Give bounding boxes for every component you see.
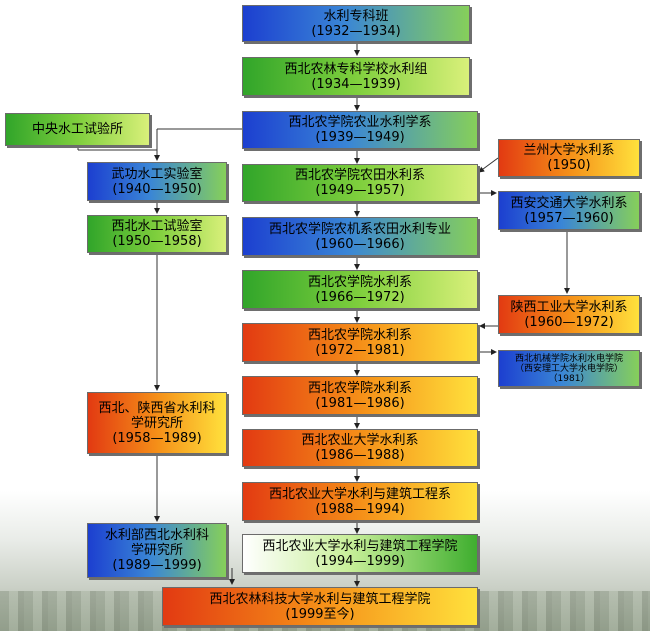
node-dates: (1940—1950) <box>112 181 202 197</box>
node-label: 西北农业大学水利系 <box>301 433 419 448</box>
node-bu-xibei-kesuo: 水利部西北水利科 学研究所 (1989—1999) <box>87 523 227 578</box>
node-nongye-shuili-xi: 西北农学院农业水利学系 (1939—1949) <box>242 111 478 149</box>
node-label: 西北农学院农机系农田水利专业 <box>268 221 451 237</box>
node-label: 武功水工实验室 <box>111 166 203 182</box>
node-dates: (1994—1999) <box>315 553 405 569</box>
node-dates: (1939—1949) <box>315 130 405 145</box>
node-label-line2: 学研究所 <box>130 415 183 431</box>
node-label: 西北农学院农田水利系 <box>294 168 425 183</box>
node-label: 西北、陕西省水利科 <box>98 400 216 416</box>
node-xibei-shuigong: 西北水工试验室 (1950—1958) <box>87 215 227 253</box>
node-label: 西北农林专科学校水利组 <box>284 61 428 77</box>
node-label: 西北农学院农业水利学系 <box>288 115 432 130</box>
node-shuili-xi-1981: 西北农学院水利系 (1981—1986) <box>242 376 478 415</box>
node-dates: (1972—1981) <box>315 342 405 358</box>
node-jixie-xueyuan: 西北机械学院水利水电学院 （西安理工大学水电学院） （1981） <box>498 350 640 387</box>
node-dates: (1960—1966) <box>315 236 405 252</box>
node-label: 西安交通大学水利系 <box>510 195 628 211</box>
node-final: 西北农林科技大学水利与建筑工程学院 (1999至今) <box>162 587 478 626</box>
node-shuili-zhuanke: 水利专科班 (1932—1934) <box>242 5 470 42</box>
node-nonglin-zhuanke: 西北农林专科学校水利组 (1934—1939) <box>242 57 470 96</box>
node-nongtian-shuili-xi: 西北农学院农田水利系 (1949—1957) <box>242 164 478 202</box>
node-label-line2: 学研究所 <box>130 543 183 558</box>
node-dates: (1950) <box>547 158 591 173</box>
node-jianzhu-gongcheng-xueyuan: 西北农业大学水利与建筑工程学院 (1994—1999) <box>242 534 478 573</box>
node-dates: (1949—1957) <box>315 183 405 198</box>
node-dates: (1989—1999) <box>112 558 202 573</box>
node-label: 西北农业大学水利与建筑工程学院 <box>262 538 458 554</box>
node-daxue-shuili-xi: 西北农业大学水利系 (1986—1988) <box>242 429 478 467</box>
node-dates: （1981） <box>548 373 590 384</box>
node-shuili-xi-1966: 西北农学院水利系 (1966—1972) <box>242 270 478 309</box>
node-label: 西北水工试验室 <box>111 219 203 234</box>
node-label: 西北农学院水利系 <box>307 380 412 396</box>
node-label: 中央水工试验所 <box>31 122 123 137</box>
node-label-line2: （西安理工大学水电学院） <box>514 363 623 374</box>
node-dates: (1981—1986) <box>315 395 405 411</box>
node-shaanxi-gongye: 陕西工业大学水利系 (1960—1972) <box>498 295 640 334</box>
node-dates: (1960—1972) <box>524 314 614 330</box>
node-dates: (1999至今) <box>285 606 355 622</box>
node-nongjixi-zhuanye: 西北农学院农机系农田水利专业 (1960—1966) <box>242 217 478 256</box>
node-label: 西北农学院水利系 <box>307 274 412 290</box>
node-dates: (1986—1988) <box>315 448 405 463</box>
arrow-lanzhou <box>478 157 499 173</box>
node-label: 水利部西北水利科 <box>104 528 209 543</box>
node-dates: (1958—1989) <box>112 430 202 446</box>
node-label: 西北农学院水利系 <box>307 327 412 343</box>
node-wugong-shiyanshi: 武功水工实验室 (1940—1950) <box>87 162 227 201</box>
node-dates: (1934—1939) <box>311 76 401 92</box>
node-lanzhou-daxue: 兰州大学水利系 (1950) <box>498 139 640 177</box>
node-shuili-xi-1972: 西北农学院水利系 (1972—1981) <box>242 323 478 362</box>
node-label: 陕西工业大学水利系 <box>510 299 628 315</box>
node-xian-jiaotong: 西安交通大学水利系 (1957—1960) <box>498 191 640 230</box>
node-dates: (1966—1972) <box>315 289 405 305</box>
node-dates: (1988—1994) <box>315 501 405 517</box>
node-label: 西北农林科技大学水利与建筑工程学院 <box>209 591 431 607</box>
node-dates: (1932—1934) <box>311 23 401 39</box>
node-dates: (1957—1960) <box>524 210 614 226</box>
node-jianzhu-gongcheng-xi: 西北农业大学水利与建筑工程系 (1988—1994) <box>242 482 478 521</box>
node-label: 水利专科班 <box>323 8 389 24</box>
node-dates: (1950—1958) <box>112 234 202 249</box>
node-label: 西北农业大学水利与建筑工程系 <box>268 486 451 502</box>
node-label: 兰州大学水利系 <box>523 143 615 158</box>
node-zhongyang-shuigong: 中央水工试验所 <box>5 113 150 146</box>
node-shengshuikesuo: 西北、陕西省水利科 学研究所 (1958—1989) <box>87 392 227 454</box>
node-label: 西北机械学院水利水电学院 <box>514 353 623 364</box>
